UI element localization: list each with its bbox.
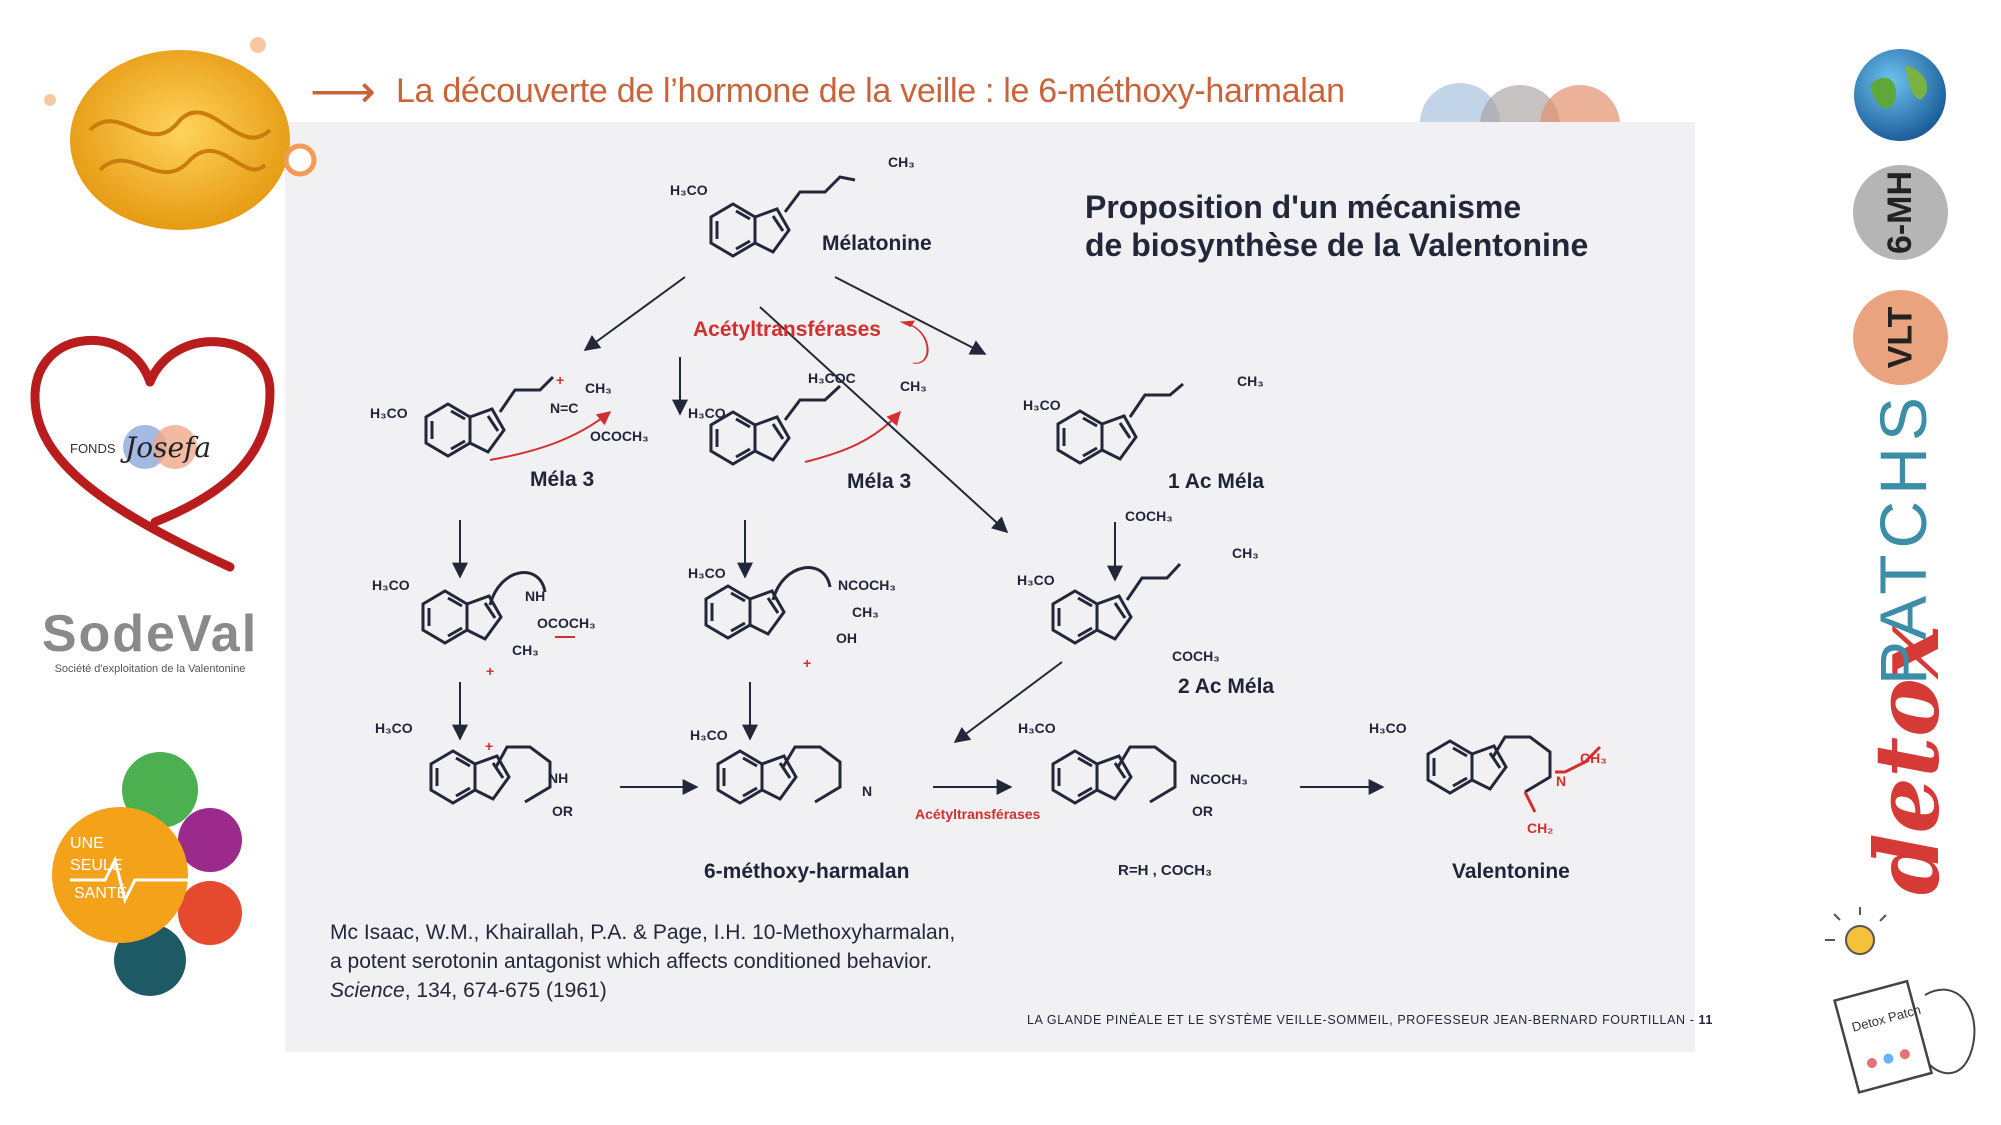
atom-h3co: H₃CO [690,727,728,743]
diagram-title-line1: Proposition d'un mécanisme [1085,189,1522,225]
structure-spiro-a [421,589,503,645]
fonds-script: Josefa [120,431,211,464]
atom-n-red: N [1556,773,1567,789]
enzyme-label-top: Acétyltransférases [693,318,881,341]
label-2-ac-mela: 2 Ac Méla [1178,675,1275,698]
structure-harmalan [716,749,798,805]
page-number: 11 [1698,1013,1713,1027]
reference-citation: Mc Isaac, W.M., Khairallah, P.A. & Page,… [330,918,955,1005]
atom-h3co: H₃CO [1017,572,1055,588]
reference-line2: a potent serotonin antagonist which affe… [330,950,933,973]
atom-h3coc: H₃COC [808,370,856,386]
label-melatonine: Mélatonine [822,232,932,255]
pill-6mh-text: 6-MH [1880,170,1919,255]
atom-ch3: CH₃ [852,604,879,620]
structure-tetrahydro-b [1051,749,1133,805]
atom-coch3: COCH₃ [1172,648,1220,664]
enzyme-label-bottom: Acétyltransférases [915,806,1041,822]
atom-h3co: H₃CO [1369,720,1407,736]
atom-h3co: H₃CO [1018,720,1056,736]
atom-plus: + [486,663,495,679]
atom-ococh3: OCOCH₃ [590,428,649,444]
sodeval-tagline: Société d'exploitation de la Valentonine [54,663,246,675]
structure-melatonine [709,202,791,258]
atom-ncoch3: NCOCH₃ [838,577,896,593]
diagram-title-line2: de biosynthèse de la Valentonine [1085,227,1589,263]
fonds-label: FONDS [70,441,116,456]
atom-ch3: CH₃ [900,378,927,394]
atom-ch3: CH₃ [888,154,915,170]
sodeval-logo: SodeVal Société d'exploitation de la Val… [20,605,280,675]
patchs-word: PATCHS [1866,391,1940,685]
detox-patch-sketch-icon: Detox Patch [1825,907,1976,1094]
arrow-right-icon: ⟶ [310,65,376,117]
title-row: ⟶ La découverte de l’hormone de la veill… [310,66,1345,116]
reference-line3: Science, 134, 674-675 (1961) [330,976,955,1005]
structure-ac2 [1051,589,1133,645]
fonds-josefa-heart-logo: FONDS Josefa [30,336,275,572]
atom-ch3: CH₃ [585,380,612,396]
atom-h3co: H₃CO [688,405,726,421]
atom-ncoch3: NCOCH₃ [1190,771,1248,787]
atom-ch3: CH₃ [1232,545,1259,561]
structure-valentonine [1426,739,1508,795]
atom-plus: + [556,372,565,388]
structure-mela3-a [424,402,506,458]
pill-vlt-badge: VLT [1853,290,1948,385]
earth-globe-icon [1854,49,1946,141]
label-valentonine: Valentonine [1452,860,1570,883]
atom-ococh3: OCOCH₃ [537,615,596,631]
label-mela3-a: Méla 3 [530,468,595,491]
atom-h3co: H₃CO [1023,397,1061,413]
atom-h3co: H₃CO [372,577,410,593]
atom-h3co: H₃CO [688,565,726,581]
biosynthesis-diagram [421,175,1602,813]
atom-ch3-red: CH₃ [1580,750,1607,766]
label-mela3-b: Méla 3 [847,470,912,493]
atom-or: OR [552,803,573,819]
footer-text: LA GLANDE PINÉALE ET LE SYSTÈME VEILLE-S… [1027,1013,1699,1027]
structure-ac1 [1056,409,1138,465]
une-seule-sante-logo: UNE SEULE SANTÉ [52,752,242,996]
atom-plus: + [485,738,494,754]
slide-footer: LA GLANDE PINÉALE ET LE SYSTÈME VEILLE-S… [1027,1013,1713,1027]
reference-journal: Science [330,979,405,1002]
une-seule-line1: UNE [70,835,104,852]
atom-nh: NH [548,770,569,786]
diagram-panel [285,122,1695,1052]
reference-line1: Mc Isaac, W.M., Khairallah, P.A. & Page,… [330,921,956,944]
atom-or: OR [1192,803,1213,819]
structure-tetrahydro-a [429,749,511,805]
sodeval-name: SodeVal [41,605,259,663]
atom-ch3: CH₃ [1237,373,1264,389]
reference-details: , 134, 674-675 (1961) [404,979,607,1002]
atom-n-eq: N=C [550,400,579,416]
atom-n: N [862,783,873,799]
label-r-group: R=H , COCH₃ [1118,862,1213,879]
atom-ch3: CH₃ [512,642,539,658]
atom-nh: NH [525,588,546,604]
label-6-methoxy-harmalan: 6-méthoxy-harmalan [704,860,910,883]
une-seule-line3: SANTÉ [74,883,127,902]
structure-spiro-b [704,584,786,640]
atom-coch3: COCH₃ [1125,508,1173,524]
atom-plus: + [803,655,812,671]
page-title: La découverte de l’hormone de la veille … [395,71,1345,110]
atom-ch2-red: CH₂ [1527,820,1554,836]
diagram-title: Proposition d'un mécanisme de biosynthès… [1085,188,1588,264]
atom-oh: OH [836,630,857,646]
une-seule-line2: SEULE [70,857,122,874]
atom-h3co: H₃CO [370,405,408,421]
pill-6mh-badge: 6-MH [1853,165,1948,260]
atom-h3co: H₃CO [375,720,413,736]
label-1-ac-mela: 1 Ac Méla [1168,470,1265,493]
pill-vlt-text: VLT [1880,306,1919,369]
atom-h3co: H₃CO [670,182,708,198]
brain-illustration-icon [44,37,317,230]
